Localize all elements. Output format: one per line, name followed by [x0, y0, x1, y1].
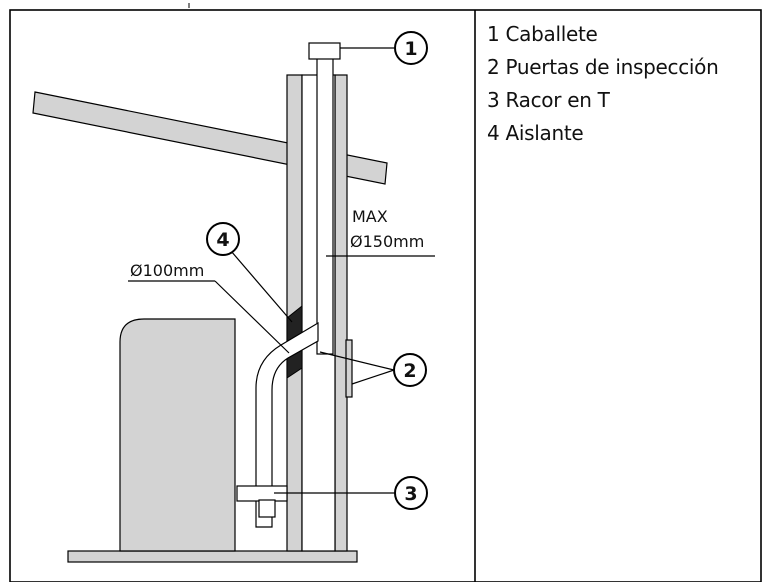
- callout-3-circle: [394, 476, 428, 510]
- callout-2-number: 2: [403, 360, 416, 382]
- callout-3-number: 3: [404, 483, 417, 505]
- diameter-large-label: Ø150mm: [350, 232, 424, 251]
- callout-2-leader-a: [319, 351, 395, 371]
- legend-list: 1 Caballete 2 Puertas de inspección 3 Ra…: [487, 18, 719, 150]
- flue-pipe: [316, 57, 334, 355]
- callout-4-circle: [206, 222, 240, 256]
- legend-item-puertas: 2 Puertas de inspección: [487, 51, 719, 84]
- legend-item-racor: 3 Racor en T: [487, 84, 718, 117]
- floor-slab: [67, 550, 358, 563]
- max-label: MAX: [352, 207, 388, 226]
- callout-2-leader-b: [351, 369, 395, 385]
- callout-1-number: 1: [404, 38, 417, 60]
- diagram-frame: [9, 9, 762, 582]
- legend-label: Racor en T: [505, 88, 610, 112]
- legend-number: 4: [487, 121, 500, 145]
- callout-4-number: 4: [216, 229, 229, 251]
- chimney-cap: [308, 42, 341, 60]
- diameter-small-label: Ø100mm: [130, 261, 204, 280]
- legend-item-aislante: 4 Aislante: [487, 117, 718, 150]
- callout-1-circle: [394, 31, 428, 65]
- legend-number: 2: [487, 55, 500, 79]
- stove-body: [119, 318, 236, 552]
- diameter-small-leader: [214, 280, 290, 354]
- callout-2-circle: [393, 353, 427, 387]
- connector-pipe: [255, 321, 319, 528]
- legend-number: 1: [487, 22, 500, 46]
- legend-item-caballete: 1 Caballete: [487, 18, 718, 51]
- legend-label: Aislante: [505, 121, 584, 145]
- legend-label: Puertas de inspección: [505, 55, 719, 79]
- chimney-wall-right: [334, 74, 348, 552]
- t-fitting-bottom: [258, 499, 276, 518]
- legend-label: Caballete: [505, 22, 598, 46]
- inspection-door: [345, 339, 353, 398]
- legend-number: 3: [487, 88, 500, 112]
- callout-4-leader: [230, 250, 293, 323]
